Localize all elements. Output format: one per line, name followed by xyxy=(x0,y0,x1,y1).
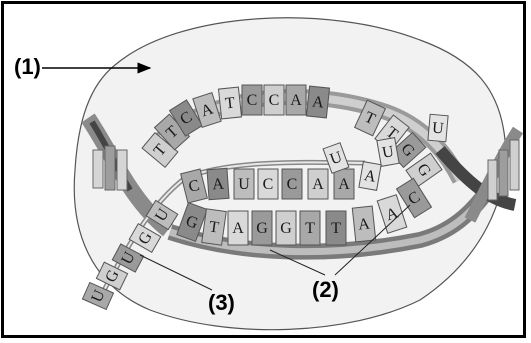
rna-paired-base-letter: A xyxy=(312,176,324,193)
dna-top-base-letter: A xyxy=(311,93,325,111)
dna-top-base-letter: C xyxy=(269,92,280,109)
rna-paired-base-letter: A xyxy=(212,176,225,194)
dna-top-base: A xyxy=(306,86,329,118)
label-2: (2) xyxy=(312,277,339,302)
dna-top-base-letter: A xyxy=(290,92,302,109)
dna-bottom-base-letter: G xyxy=(280,220,292,237)
rna-paired-base: C xyxy=(258,169,278,199)
rna-paired-base: A xyxy=(308,169,328,199)
dna-bottom-base: A xyxy=(228,211,248,245)
dna-bottom-base: G xyxy=(252,211,272,245)
dna-top-base: A xyxy=(286,85,306,115)
dna-bottom-base: T xyxy=(326,211,346,245)
rna-paired-base-letter: C xyxy=(287,176,298,193)
dna-bottom-base-letter: A xyxy=(357,215,371,233)
label-1: (1) xyxy=(14,54,41,79)
dna-bottom-base-letter: T xyxy=(331,220,341,237)
dna-bottom-base-letter: G xyxy=(256,220,268,237)
free-nucleotide-letter: U xyxy=(431,120,444,138)
rna-paired-base-letter: U xyxy=(238,176,250,193)
rna-loose-base: U xyxy=(82,282,113,309)
rna-paired-base: C xyxy=(282,169,302,199)
dna-top-base-letter: T xyxy=(224,95,236,113)
dna-bottom-base-letter: T xyxy=(305,220,315,237)
dna-top-base: C xyxy=(242,85,262,115)
label-3: (3) xyxy=(208,290,235,315)
dna-bottom-base: G xyxy=(276,211,296,245)
free-nucleotide: U xyxy=(377,138,399,167)
dna-bottom-base-letter: A xyxy=(232,220,244,237)
dna-bottom-base: A xyxy=(352,206,375,242)
dna-bottom-base: T xyxy=(202,209,227,245)
rna-paired-base-letter: A xyxy=(338,176,350,193)
free-nucleotide: U xyxy=(428,114,448,141)
dna-top-base: T xyxy=(218,87,241,119)
dna-top-base: C xyxy=(264,85,284,115)
rna-paired-base-letter: C xyxy=(263,176,274,193)
rna-paired-base: A xyxy=(334,169,354,199)
dna-bottom-base: T xyxy=(300,211,320,245)
dna-top-base-letter: C xyxy=(247,92,258,109)
rna-paired-base: U xyxy=(234,169,254,199)
free-nucleotide: A xyxy=(359,162,381,191)
left-helix-rungs xyxy=(93,146,127,190)
rna-paired-base: A xyxy=(207,168,229,199)
